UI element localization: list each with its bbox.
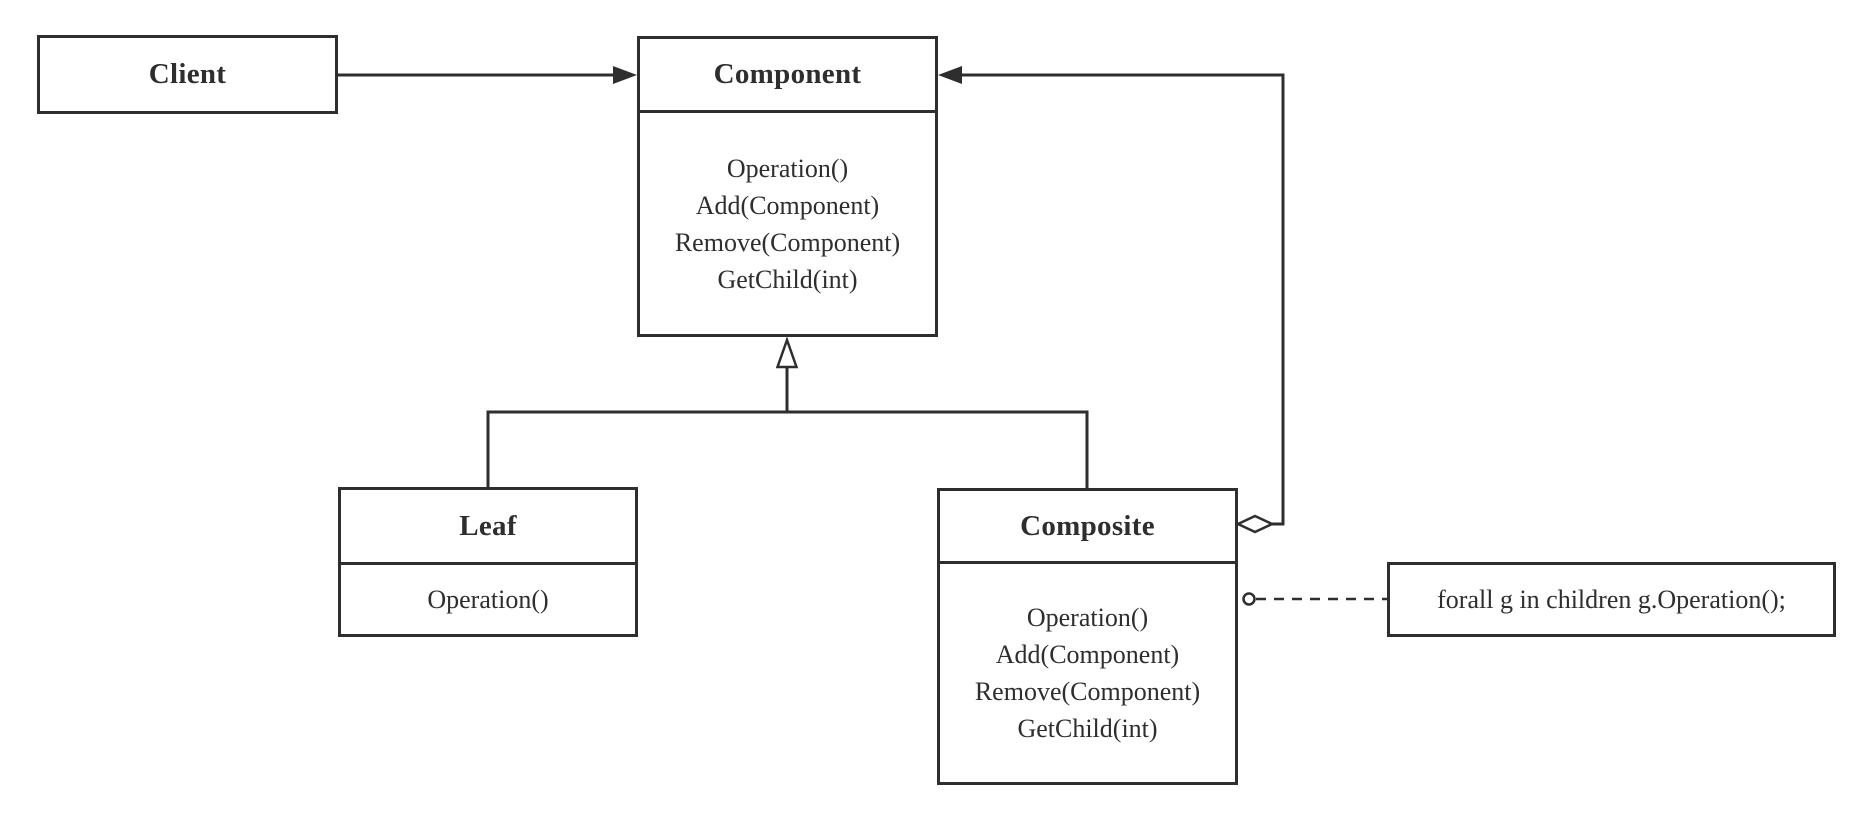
aggregation-line-composite-component	[962, 73, 1285, 526]
class-box-client: Client	[37, 35, 338, 114]
class-title-component: Component	[640, 39, 935, 113]
method-line: Remove(Component)	[974, 677, 1201, 706]
aggregation-diamond-icon	[1235, 514, 1275, 534]
method-line: Remove(Component)	[674, 227, 901, 257]
class-title-client: Client	[148, 58, 227, 90]
class-box-component: Component Operation() Add(Component) Rem…	[637, 36, 938, 337]
class-box-leaf: Leaf Operation()	[338, 487, 638, 637]
class-title-leaf: Leaf	[341, 490, 635, 565]
class-methods-composite: Operation() Add(Component) Remove(Compon…	[940, 564, 1235, 782]
class-title-composite: Composite	[940, 491, 1235, 564]
note-connector-circle-icon	[1242, 592, 1256, 606]
method-line: Operation()	[427, 585, 549, 614]
method-line: Add(Component)	[995, 640, 1180, 669]
aggregation-arrowhead-icon	[938, 66, 962, 84]
method-line: Operation()	[726, 153, 849, 183]
class-methods-leaf: Operation()	[341, 565, 635, 634]
note-box: forall g in children g.Operation();	[1387, 562, 1836, 637]
association-arrowhead-icon	[613, 66, 637, 84]
method-line: GetChild(int)	[1017, 714, 1158, 743]
class-box-composite: Composite Operation() Add(Component) Rem…	[937, 488, 1238, 785]
method-line: Add(Component)	[695, 190, 880, 220]
method-line: GetChild(int)	[717, 264, 858, 294]
note-text: forall g in children g.Operation();	[1437, 584, 1786, 614]
class-methods-component: Operation() Add(Component) Remove(Compon…	[640, 113, 935, 334]
inheritance-triangle-icon	[775, 336, 799, 369]
method-line: Operation()	[1026, 603, 1149, 632]
inheritance-branch-line	[486, 368, 1089, 488]
